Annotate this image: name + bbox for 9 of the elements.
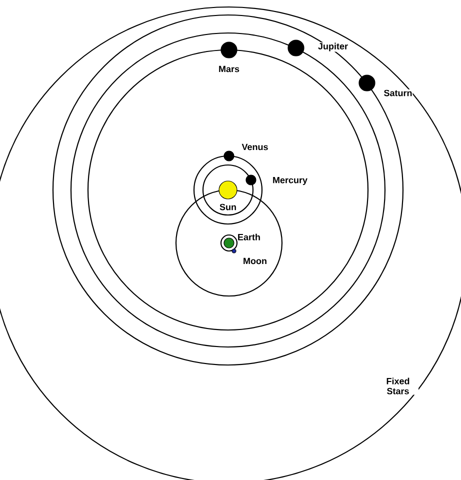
body-label: Venus [241, 143, 269, 151]
body-label: Mars [218, 65, 240, 73]
body-label: Saturn [383, 89, 413, 97]
body-label: Sun [219, 203, 237, 211]
body-label: Jupiter [318, 42, 348, 52]
body-label: Fixed Stars [378, 377, 418, 395]
body-label: Earth [237, 233, 261, 241]
body-label: Moon [242, 257, 268, 265]
body-label: Mercury [272, 176, 308, 186]
